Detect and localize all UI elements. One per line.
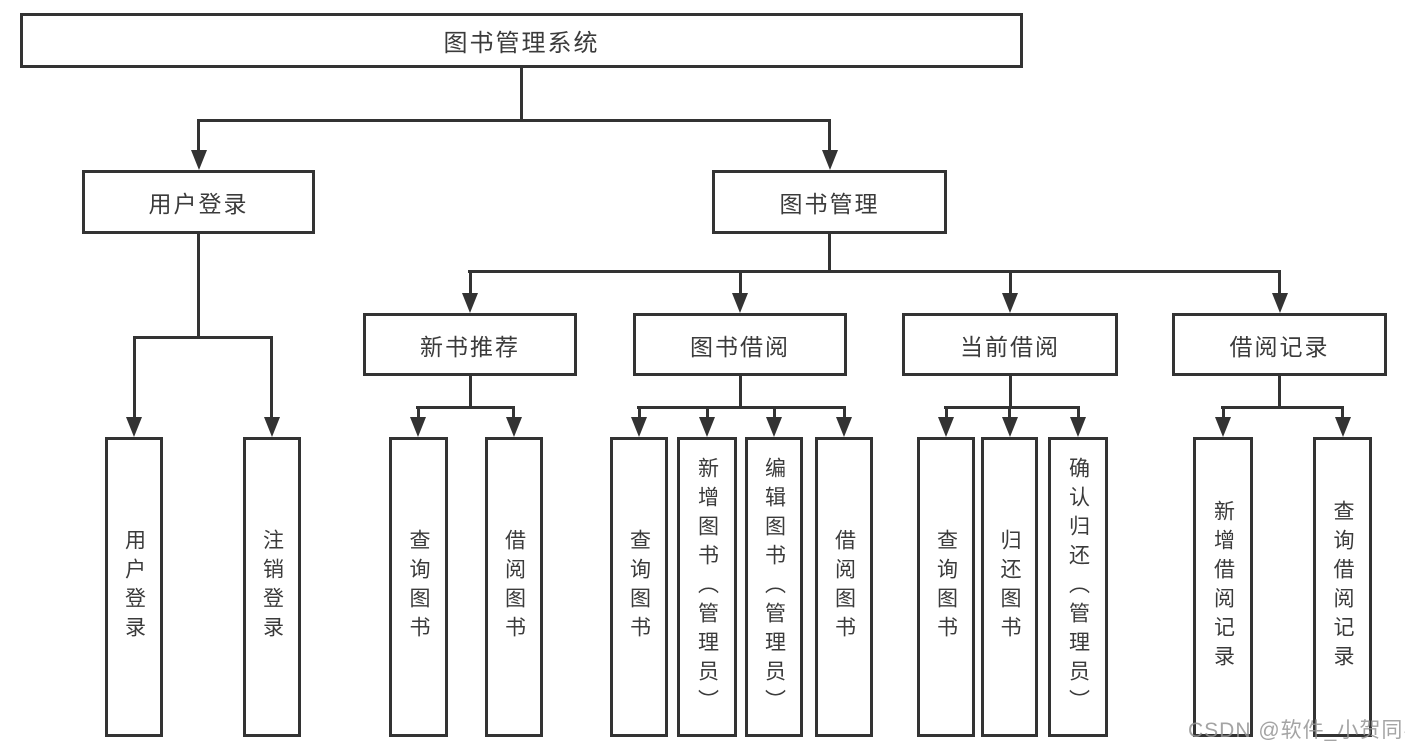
arrow-down-icon: [699, 417, 715, 437]
node-book-borrowing: 图书借阅: [633, 313, 847, 376]
connector-branch: [1221, 406, 1343, 409]
leaf-confirm-return-admin: 确认归还（管理员）: [1048, 437, 1108, 737]
arrow-down-icon: [1070, 417, 1086, 437]
connector-stub: [828, 119, 831, 152]
arrow-down-icon: [1334, 417, 1351, 437]
connector-stub: [270, 336, 273, 419]
node-label: 借阅记录: [1229, 333, 1330, 360]
node-current-borrowing: 当前借阅: [902, 313, 1118, 376]
leaf-label: 确认归还（管理员）: [1066, 456, 1090, 718]
leaf-query-books-borrowing: 查询图书: [610, 437, 668, 737]
leaf-label: 注销登录: [260, 529, 284, 645]
leaf-edit-books-admin: 编辑图书（管理员）: [745, 437, 803, 737]
connector-stem: [828, 234, 831, 273]
leaf-label: 借阅图书: [832, 529, 856, 645]
leaf-borrow-books-recommend: 借阅图书: [485, 437, 543, 737]
connector-stem: [197, 234, 200, 339]
leaf-user-login: 用户登录: [105, 437, 163, 737]
leaf-query-books-current: 查询图书: [917, 437, 975, 737]
arrow-down-icon: [821, 150, 838, 170]
connector-root-stem: [519, 68, 523, 122]
node-book-management: 图书管理: [712, 170, 947, 234]
arrow-down-icon: [462, 293, 478, 313]
watermark-text: CSDN @软件_小贺同学: [1188, 719, 1405, 742]
connector-stub: [468, 270, 472, 295]
node-borrowing-records: 借阅记录: [1172, 313, 1387, 376]
leaf-label: 查询图书: [627, 529, 651, 645]
connector-branch: [416, 406, 515, 409]
connector-branch: [944, 406, 1079, 409]
node-label: 图书借阅: [690, 333, 790, 360]
node-label: 用户登录: [148, 191, 249, 217]
leaf-label: 新增图书（管理员）: [695, 456, 719, 718]
leaf-label: 查询借阅记录: [1331, 500, 1354, 674]
arrow-down-icon: [506, 417, 522, 437]
leaf-add-borrow-record: 新增借阅记录: [1193, 437, 1253, 737]
connector-stub: [842, 406, 846, 419]
leaf-return-books: 归还图书: [981, 437, 1038, 737]
arrow-down-icon: [732, 293, 748, 313]
leaf-label: 查询图书: [934, 529, 958, 645]
leaf-borrow-books: 借阅图书: [815, 437, 873, 737]
connector-stub: [738, 270, 742, 295]
connector-branch: [133, 336, 273, 339]
leaf-query-books-recommend: 查询图书: [389, 437, 448, 737]
leaf-label: 用户登录: [122, 529, 146, 645]
connector-stub: [944, 406, 948, 419]
connector-stub: [1278, 270, 1281, 295]
connector-stem: [738, 376, 742, 409]
leaf-label: 查询图书: [407, 529, 430, 645]
arrow-down-icon: [1271, 293, 1288, 313]
node-label: 图书管理: [779, 191, 880, 217]
leaf-query-borrow-record: 查询借阅记录: [1313, 437, 1372, 737]
arrow-down-icon: [631, 417, 647, 437]
arrow-down-icon: [836, 417, 852, 437]
arrow-down-icon: [190, 150, 207, 170]
node-label: 图书管理系统: [443, 30, 600, 57]
leaf-label: 借阅图书: [502, 529, 526, 645]
arrow-down-icon: [410, 417, 426, 437]
connector-branch: [468, 270, 1281, 273]
node-label: 当前借阅: [960, 333, 1060, 360]
arrow-down-icon: [1001, 417, 1018, 437]
connector-stub: [637, 406, 641, 419]
arrow-down-icon: [766, 417, 782, 437]
connector-stub: [1221, 406, 1225, 419]
connector-stub: [416, 406, 420, 419]
connector-stem: [468, 376, 472, 409]
leaf-label: 归还图书: [998, 529, 1021, 645]
connector-stub: [1341, 406, 1344, 419]
connector-stub: [197, 119, 200, 152]
leaf-logout: 注销登录: [243, 437, 301, 737]
connector-stub: [132, 336, 136, 419]
connector-stub: [772, 406, 776, 419]
leaf-label: 编辑图书（管理员）: [762, 456, 786, 718]
leaf-add-books-admin: 新增图书（管理员）: [677, 437, 737, 737]
connector-stem: [1278, 376, 1281, 409]
arrow-down-icon: [1215, 417, 1231, 437]
connector-stub: [1008, 406, 1011, 419]
connector-branch: [637, 406, 846, 409]
connector-stub: [705, 406, 709, 419]
leaf-label: 新增借阅记录: [1211, 500, 1235, 674]
arrow-down-icon: [1002, 293, 1018, 313]
arrow-down-icon: [263, 417, 280, 437]
node-user-login-branch: 用户登录: [82, 170, 315, 234]
connector-stub: [1076, 406, 1080, 419]
connector-stub: [512, 406, 515, 419]
arrow-down-icon: [126, 417, 142, 437]
node-library-management-system: 图书管理系统: [20, 13, 1023, 68]
node-new-book-recommendation: 新书推荐: [363, 313, 577, 376]
arrow-down-icon: [938, 417, 954, 437]
connector-root-branch: [197, 119, 831, 122]
connector-stub: [1008, 270, 1012, 295]
connector-stem: [1008, 376, 1012, 409]
node-label: 新书推荐: [420, 333, 520, 360]
